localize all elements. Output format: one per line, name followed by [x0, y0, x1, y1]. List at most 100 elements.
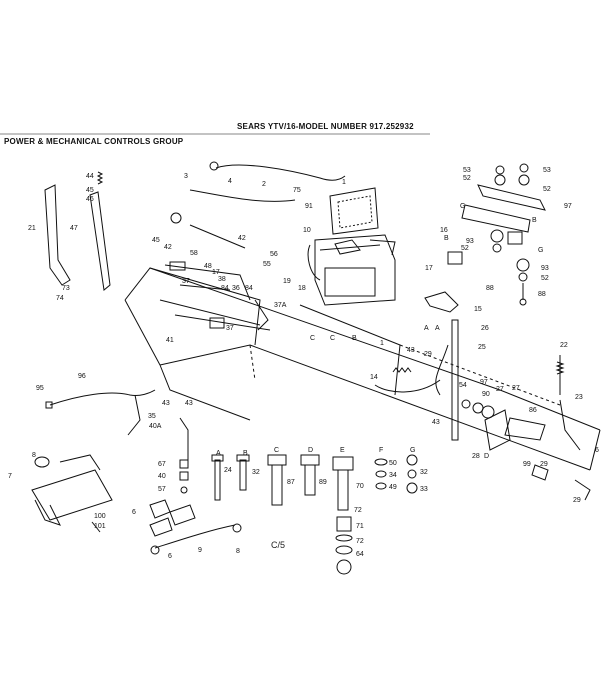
spring-43: [392, 367, 412, 373]
callout: E: [340, 447, 345, 454]
callout: B: [444, 235, 449, 242]
callout: 45: [152, 237, 160, 244]
clutch-pedal: [424, 291, 459, 313]
callout: 48: [204, 263, 212, 270]
callout: 84: [245, 285, 253, 292]
callout: 75: [293, 187, 301, 194]
callout: 35: [148, 413, 156, 420]
callout: 52: [543, 186, 551, 193]
callout: 28: [472, 453, 480, 460]
shroud-plate: [329, 187, 379, 235]
callout: 26: [481, 325, 489, 332]
callout: A: [216, 450, 221, 457]
rod-35: [127, 394, 141, 436]
rod-9: [154, 524, 236, 549]
callout: 14: [370, 374, 378, 381]
shroud-plate-inner: [337, 195, 373, 229]
callout: 70: [356, 483, 364, 490]
callout: 19: [283, 278, 291, 285]
callout: 3: [184, 173, 188, 180]
washer-54: [461, 399, 471, 409]
callout: 72: [354, 507, 362, 514]
pedal-pad: [31, 469, 113, 521]
callout: 46: [86, 196, 94, 203]
callout: 54: [459, 382, 467, 389]
part-57: [180, 486, 188, 494]
callout: 84: [221, 285, 229, 292]
callout: 49: [389, 484, 397, 491]
callout: 25: [478, 344, 486, 351]
callout: 23: [575, 394, 583, 401]
lift-rod: [89, 191, 111, 291]
callout: 16: [440, 227, 448, 234]
pedal-stem: [59, 454, 101, 471]
callout: 101: [94, 523, 106, 530]
cable-96: [49, 389, 156, 406]
callout: 36: [232, 285, 240, 292]
knob-8: [34, 456, 50, 468]
callout: 47: [70, 225, 78, 232]
callout: 15: [474, 306, 482, 313]
choke-rod: [189, 189, 296, 202]
callout: 67: [158, 461, 166, 468]
callout: 58: [190, 250, 198, 257]
callout: 99: [523, 461, 531, 468]
callout: C: [310, 335, 315, 342]
pad-6c: [149, 517, 173, 537]
callout: D: [308, 447, 313, 454]
callout: 43: [162, 400, 170, 407]
spring-44: [96, 171, 104, 185]
control-linkage: [159, 212, 271, 331]
engine: [307, 234, 396, 306]
hardware-row: [211, 454, 418, 575]
callout: 18: [298, 285, 306, 292]
callout: 100: [94, 513, 106, 520]
callout: 29: [573, 497, 581, 504]
callout: 43: [185, 400, 193, 407]
callout: C: [274, 447, 279, 454]
callout: 73: [62, 285, 70, 292]
callout: A: [435, 325, 440, 332]
callout: B: [532, 217, 537, 224]
bracket-96: [504, 417, 546, 441]
callout: 6: [132, 509, 136, 516]
callout: 44: [86, 173, 94, 180]
callout: 97: [480, 379, 488, 386]
pin-100: [91, 521, 101, 533]
washer-6: [150, 545, 160, 555]
callout: 33: [420, 486, 428, 493]
callout: 8: [236, 548, 240, 555]
callout: B: [352, 335, 357, 342]
callout: 40: [158, 473, 166, 480]
callout: 37A: [274, 302, 287, 309]
callout: 43: [407, 347, 415, 354]
callout: 27: [512, 385, 520, 392]
callout: 55: [263, 261, 271, 268]
part-40: [179, 471, 189, 481]
pedal-pad-base: [34, 499, 61, 526]
callout: 7: [8, 473, 12, 480]
callout: 41: [166, 337, 174, 344]
rod-23: [559, 399, 581, 451]
callout: 1: [342, 179, 346, 186]
callout: 17: [425, 265, 433, 272]
callout: 45: [86, 187, 94, 194]
rod-29: [374, 379, 441, 393]
callout: G: [460, 203, 465, 210]
callout: 29: [424, 351, 432, 358]
link-29: [574, 479, 591, 501]
callout: 96: [78, 373, 86, 380]
callout: 40A: [149, 423, 162, 430]
callout: 9: [198, 547, 202, 554]
belt-guide-assembly: [447, 163, 546, 306]
lift-lever: [44, 184, 71, 286]
brake-bracket-27: [484, 409, 511, 451]
link-99: [531, 464, 549, 481]
callout: 38: [218, 276, 226, 283]
callout: 95: [36, 385, 44, 392]
callout: 32: [420, 469, 428, 476]
pedal-rod: [451, 319, 459, 441]
callout: 72: [356, 538, 364, 545]
part-67: [179, 459, 189, 469]
callout: 37: [182, 278, 190, 285]
